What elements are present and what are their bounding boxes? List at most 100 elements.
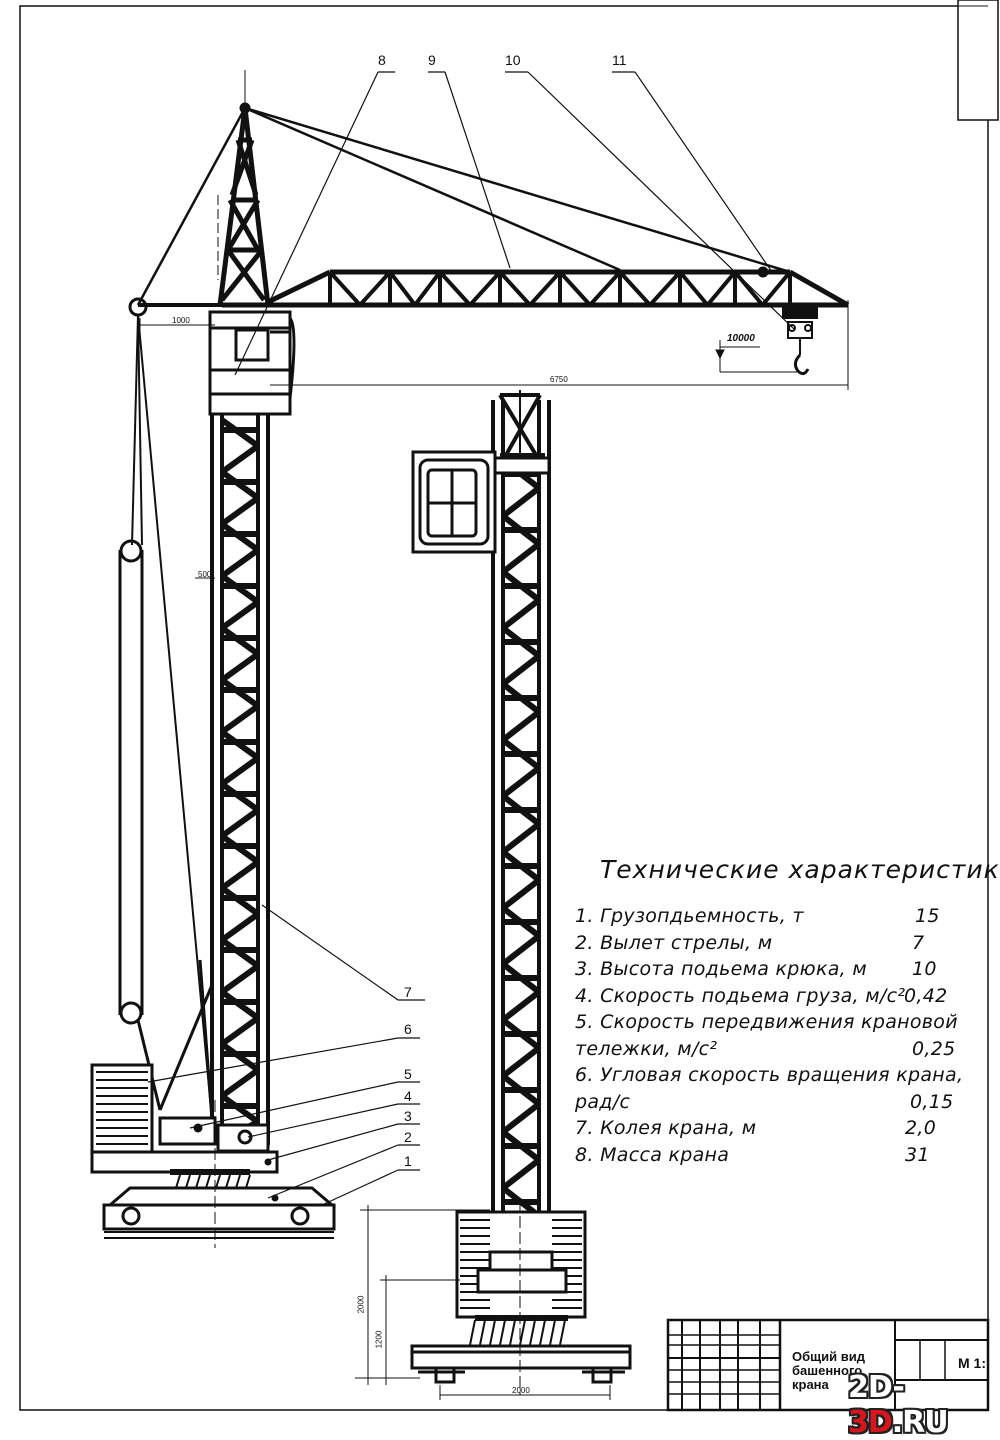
mast-brace <box>220 443 260 475</box>
spec-label: 7. Колея крана, м <box>575 1117 757 1139</box>
slew-roller <box>539 1319 546 1346</box>
jib-brace <box>760 270 792 307</box>
front-brace <box>501 653 541 687</box>
front-brace <box>501 989 541 1023</box>
title-block-name-2: башенного <box>792 1363 863 1378</box>
dim-total-height: 2000 <box>356 1295 366 1314</box>
mast-lattice <box>220 417 260 1143</box>
jib-brace <box>468 270 502 307</box>
jib-brace <box>498 270 532 307</box>
callout-5: 5 <box>404 1066 412 1082</box>
callout-6: 6 <box>404 1021 412 1037</box>
front-brace <box>501 1101 541 1135</box>
dim-jib-reach: 6750 <box>550 375 568 384</box>
mast-brace <box>220 1015 260 1047</box>
mast-brace <box>220 599 260 631</box>
mast-brace <box>220 703 260 735</box>
slew-roller <box>215 1174 221 1189</box>
spec-value: 7 <box>912 931 925 954</box>
slew-roller <box>509 1319 516 1346</box>
mast-brace <box>220 1067 260 1099</box>
jib-brace <box>388 270 417 307</box>
crane-side-view <box>90 70 850 1248</box>
spec-value: 0,42 <box>904 984 948 1007</box>
slew-roller <box>225 1174 231 1189</box>
slew-roller <box>489 1319 496 1346</box>
slew-roller <box>235 1174 241 1189</box>
mast-brace <box>220 963 260 995</box>
spec-label: 5. Скорость передвижения крановой <box>575 1011 958 1033</box>
spec-value: 0,25 <box>912 1037 956 1060</box>
front-brace <box>501 1045 541 1079</box>
slew-roller <box>479 1319 486 1346</box>
dim-hook-height: 10000 <box>727 333 755 344</box>
front-brace <box>501 1157 541 1191</box>
dim-track-gauge: 2000 <box>512 1386 530 1395</box>
jib-brace <box>588 270 622 307</box>
dim-base-height: 1200 <box>374 1330 384 1349</box>
spec-label: тележки, м/с² <box>575 1037 718 1060</box>
jib-brace <box>358 270 392 307</box>
mast-rails <box>210 415 270 1145</box>
front-mast-lattice <box>501 457 541 1255</box>
slew-roller <box>499 1319 506 1346</box>
slew-roller <box>529 1319 536 1346</box>
specs-title: Технические характеристики <box>600 855 1000 884</box>
dimension-lines <box>139 300 849 579</box>
stay-cables <box>136 106 791 306</box>
jib-lattice <box>328 270 792 307</box>
mast-brace <box>220 547 260 579</box>
jib-brace <box>618 270 652 307</box>
slew-roller <box>195 1174 201 1189</box>
spec-value: 0,15 <box>910 1090 954 1113</box>
crane-front-view <box>355 390 632 1400</box>
mast-brace <box>220 859 260 891</box>
slew-roller <box>549 1319 556 1346</box>
front-brace <box>501 877 541 911</box>
callout-11: 11 <box>612 52 627 68</box>
title-block <box>666 1318 990 1412</box>
mast-brace <box>220 651 260 683</box>
front-brace <box>501 541 541 575</box>
callout-10: 10 <box>505 52 521 68</box>
spec-label: 1. Грузопдьемность, т <box>575 905 804 927</box>
mast-brace <box>220 911 260 943</box>
spec-value: 2,0 <box>905 1117 937 1139</box>
callout-9: 9 <box>428 52 436 68</box>
title-block-name-3: крана <box>792 1377 829 1392</box>
jib-brace <box>438 270 472 307</box>
front-brace <box>501 485 541 519</box>
slew-roller <box>519 1319 526 1346</box>
cabin <box>208 310 296 416</box>
jib-brace <box>648 270 682 307</box>
spec-label: 3. Высота подьема крюка, м <box>575 958 867 980</box>
front-brace <box>501 821 541 855</box>
mast-brace <box>220 807 260 839</box>
spec-label: 8. Масса крана <box>575 1143 730 1166</box>
counterweight-cylinder <box>118 539 144 1025</box>
callout-8: 8 <box>378 52 386 68</box>
callout-7: 7 <box>404 984 412 1000</box>
jib-brace <box>413 270 442 307</box>
a-frame <box>217 107 271 306</box>
sheet-frame <box>19 0 999 1411</box>
front-brace <box>501 933 541 967</box>
slew-roller <box>205 1174 211 1189</box>
slew-roller <box>185 1174 191 1189</box>
base-structure <box>90 959 337 1239</box>
spec-value: 10 <box>912 958 937 980</box>
jib-brace <box>705 270 737 307</box>
callout-2: 2 <box>404 1129 412 1145</box>
trolley-hook <box>782 305 818 376</box>
callout-4: 4 <box>404 1088 412 1104</box>
jib-brace <box>528 270 562 307</box>
spec-label: 2. Вылет стрелы, м <box>575 931 773 954</box>
mast-brace <box>220 755 260 787</box>
jib-brace <box>558 270 592 307</box>
title-block-scale: М 1: <box>958 1355 986 1371</box>
watermark-logo: 2D-3D.RU <box>848 1370 949 1440</box>
jib-brace <box>733 270 765 307</box>
slew-roller <box>175 1174 181 1189</box>
jib-brace <box>328 270 362 307</box>
